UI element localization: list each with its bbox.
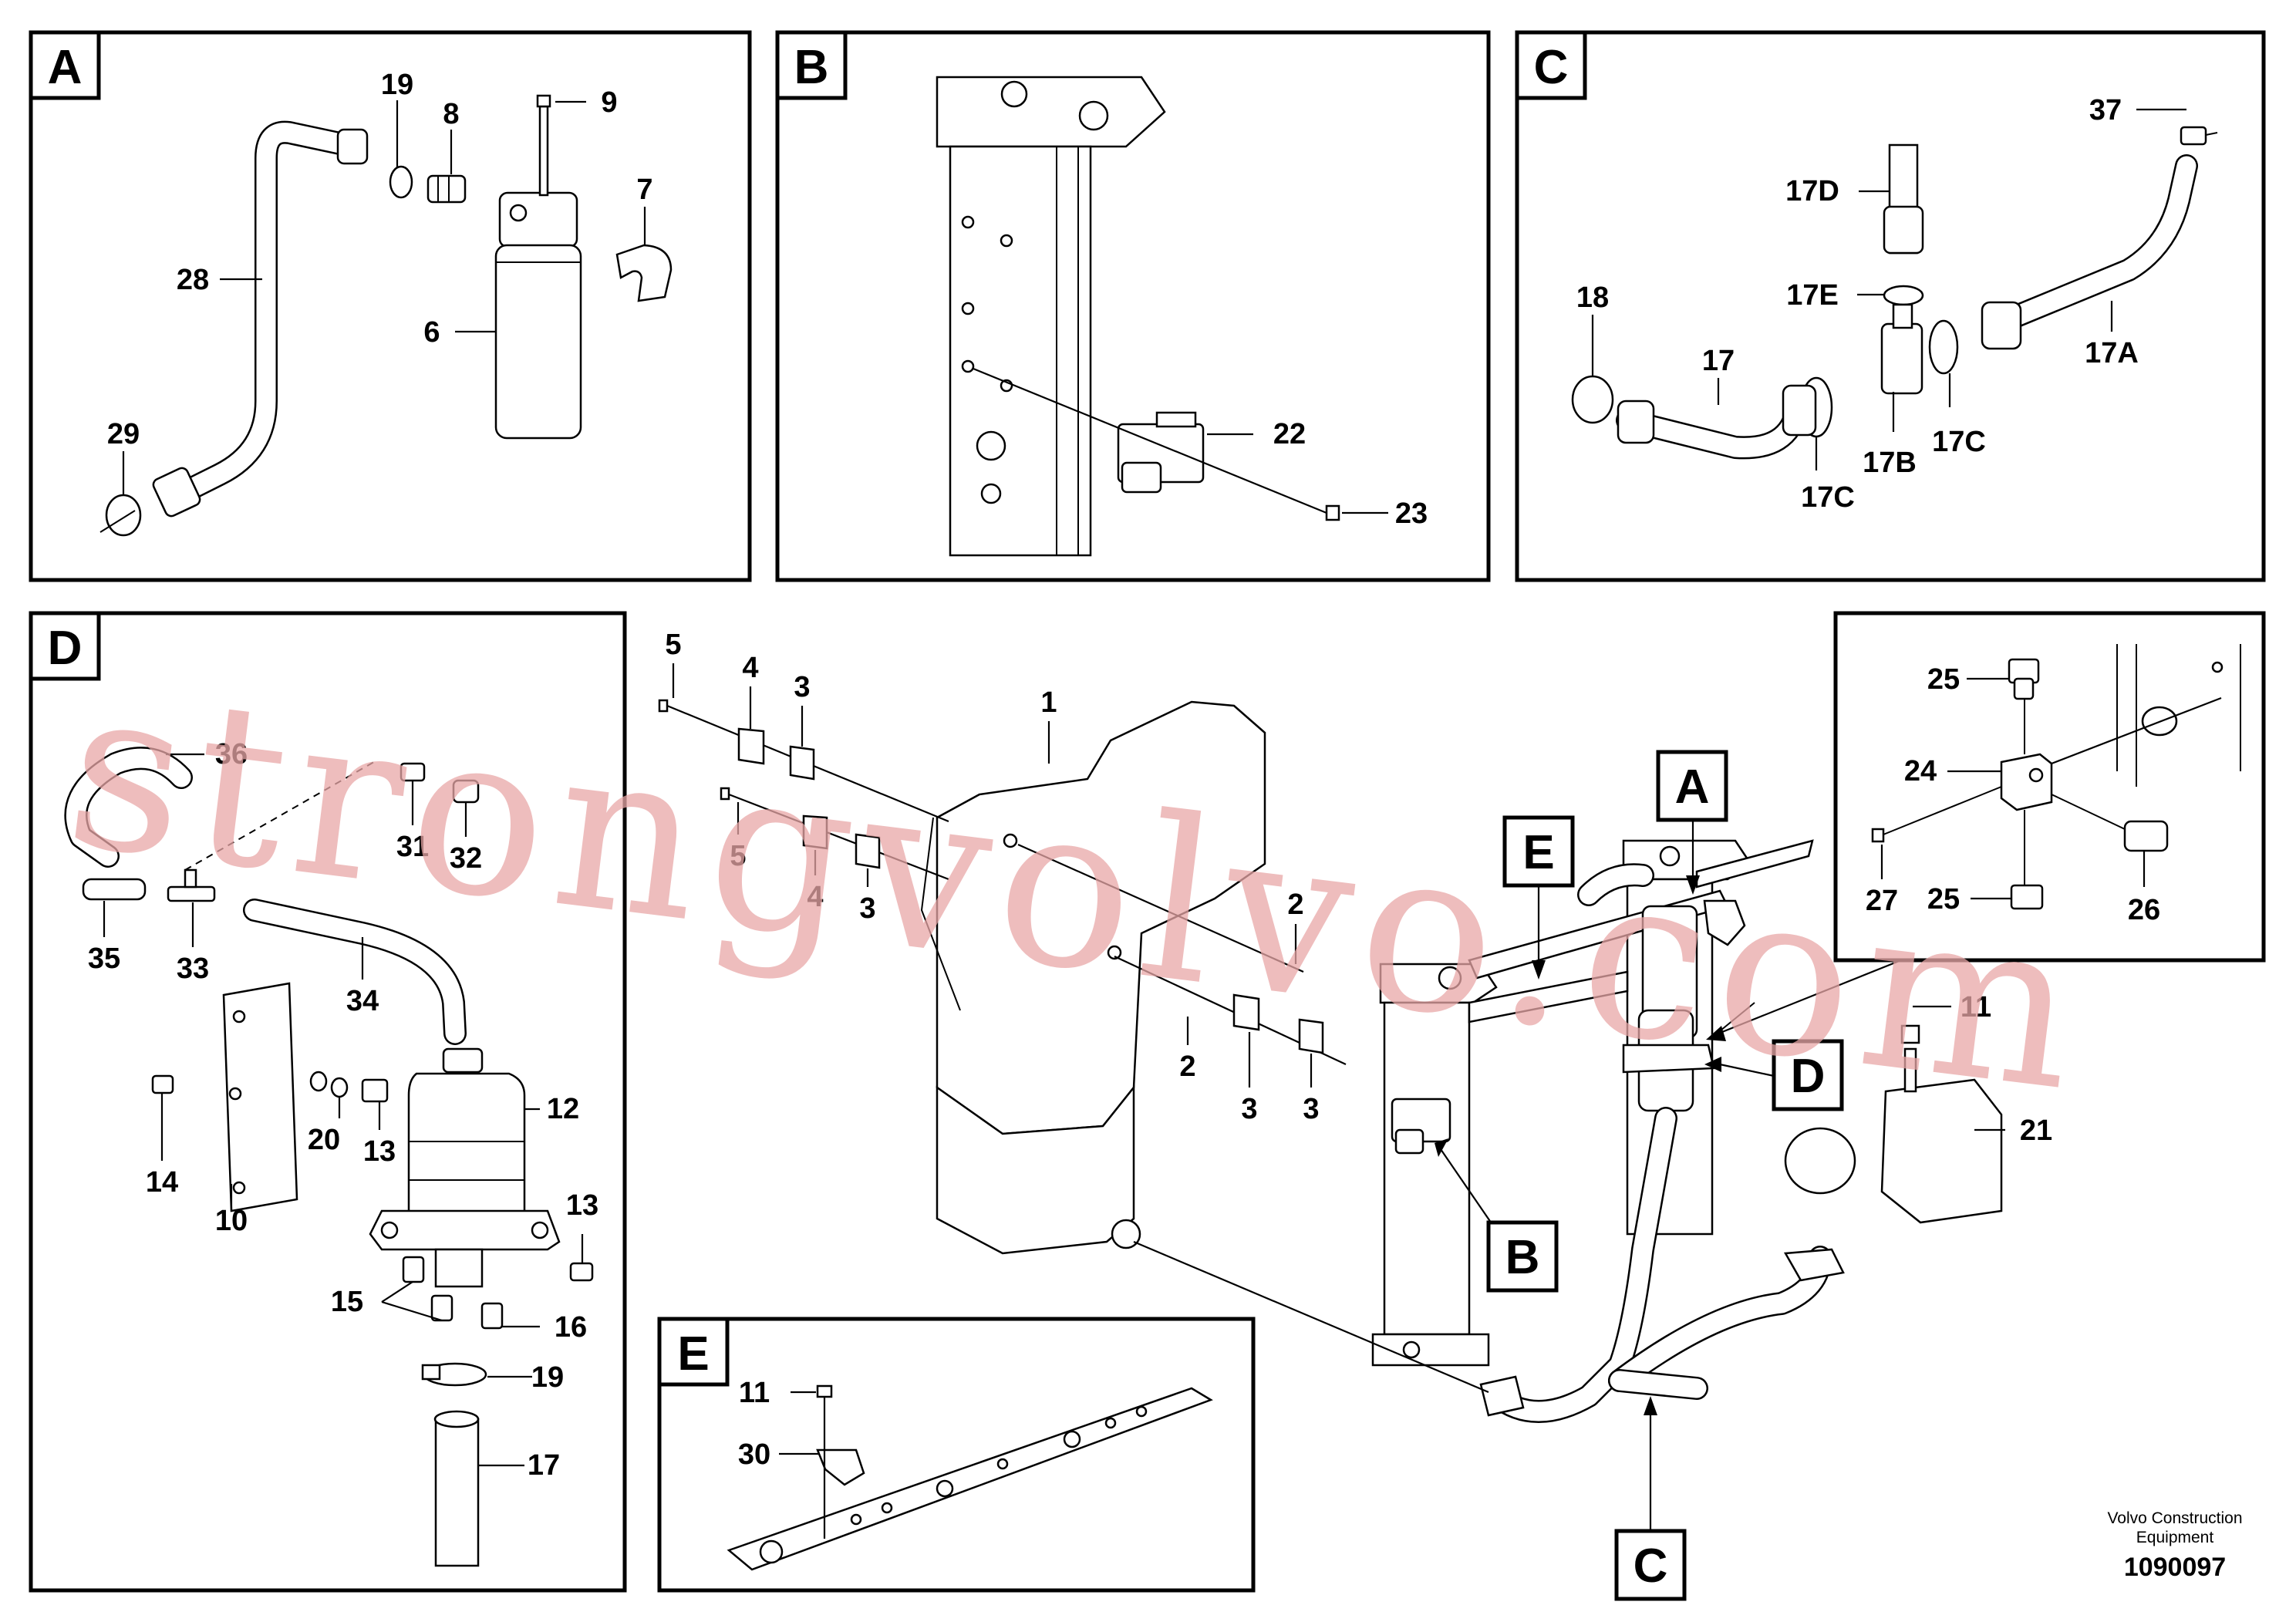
label-10: 10 [215,1205,248,1237]
company-line-2: Equipment [2136,1529,2214,1546]
label-1: 1 [1040,686,1057,719]
panel-b: B 22 23 [775,30,1491,582]
panel-e: E 11 30 [657,1317,1256,1593]
panel-c-letter: C [1534,41,1569,94]
panel-c: C 37 17D 17E [1515,30,2266,582]
label-13-lower: 13 [566,1189,598,1222]
label-28: 28 [177,264,209,296]
label-26: 26 [2128,894,2160,926]
callout-c: C [1633,1539,1668,1593]
label-14: 14 [146,1166,178,1199]
panel-d: D [29,611,627,1593]
label-11-e: 11 [739,1377,770,1409]
label-37: 37 [2089,94,2122,126]
panel-b-letter: B [794,41,829,94]
label-2-lower: 2 [1179,1050,1195,1083]
label-3-bottom-left: 3 [1241,1093,1257,1125]
label-4-lower: 4 [807,881,823,913]
panel-a: A 19 8 9 7 28 [29,30,752,582]
label-17a: 17A [2085,337,2139,369]
callout-e: E [1522,826,1554,879]
label-17: 17 [1702,345,1735,377]
label-15: 15 [331,1286,363,1318]
label-17-d: 17 [528,1449,560,1482]
label-13-upper: 13 [363,1135,396,1168]
label-6: 6 [423,316,440,349]
callout-a: A [1675,760,1710,814]
label-12: 12 [547,1093,579,1125]
label-17c-right: 17C [1932,426,1986,458]
label-30: 30 [738,1438,770,1471]
label-19: 19 [381,69,413,101]
label-23: 23 [1395,497,1428,530]
label-22: 22 [1273,418,1306,450]
label-19-d: 19 [531,1361,564,1394]
label-36: 36 [215,738,248,771]
label-4-upper: 4 [742,652,758,684]
label-3-bottom-right: 3 [1303,1093,1319,1125]
callout-d: D [1791,1050,1826,1103]
label-34: 34 [346,985,379,1017]
footer: Volvo Construction Equipment 1090097 [2107,1509,2242,1582]
label-27: 27 [1866,885,1898,917]
label-31: 31 [396,831,429,863]
label-3-lower: 3 [859,892,875,925]
label-21: 21 [2020,1114,2052,1147]
label-17d: 17D [1785,175,1839,207]
label-25-upper: 25 [1927,663,1960,696]
label-24: 24 [1904,755,1937,787]
label-25-lower: 25 [1927,883,1960,916]
label-2-upper: 2 [1287,889,1303,921]
drawing-number: 1090097 [2124,1553,2226,1582]
panel-a-letter: A [48,41,83,94]
label-7: 7 [636,174,652,206]
label-9: 9 [601,86,617,119]
main-assembly: 5 4 3 1 5 4 3 2 2 3 3 11 21 A E B D C [658,629,2052,1601]
label-17e: 17E [1786,279,1839,312]
company-line-1: Volvo Construction [2107,1509,2242,1527]
label-5-upper: 5 [665,629,681,661]
label-3-upper: 3 [794,671,810,703]
label-8: 8 [443,98,459,130]
panel-e-letter: E [677,1327,709,1381]
label-16: 16 [555,1311,587,1344]
valve-detail: 25 24 27 25 26 [1706,611,2266,1041]
panel-d-letter: D [48,622,83,675]
callout-b: B [1505,1231,1540,1284]
label-17b: 17B [1863,447,1917,479]
label-35: 35 [88,943,120,975]
label-5-lower: 5 [730,840,746,872]
label-20: 20 [308,1124,340,1156]
label-29: 29 [107,418,140,450]
label-11-main: 11 [1961,991,1991,1023]
label-33: 33 [177,953,209,985]
label-17c-left: 17C [1801,481,1855,514]
label-32: 32 [450,842,482,875]
label-18: 18 [1576,282,1609,314]
